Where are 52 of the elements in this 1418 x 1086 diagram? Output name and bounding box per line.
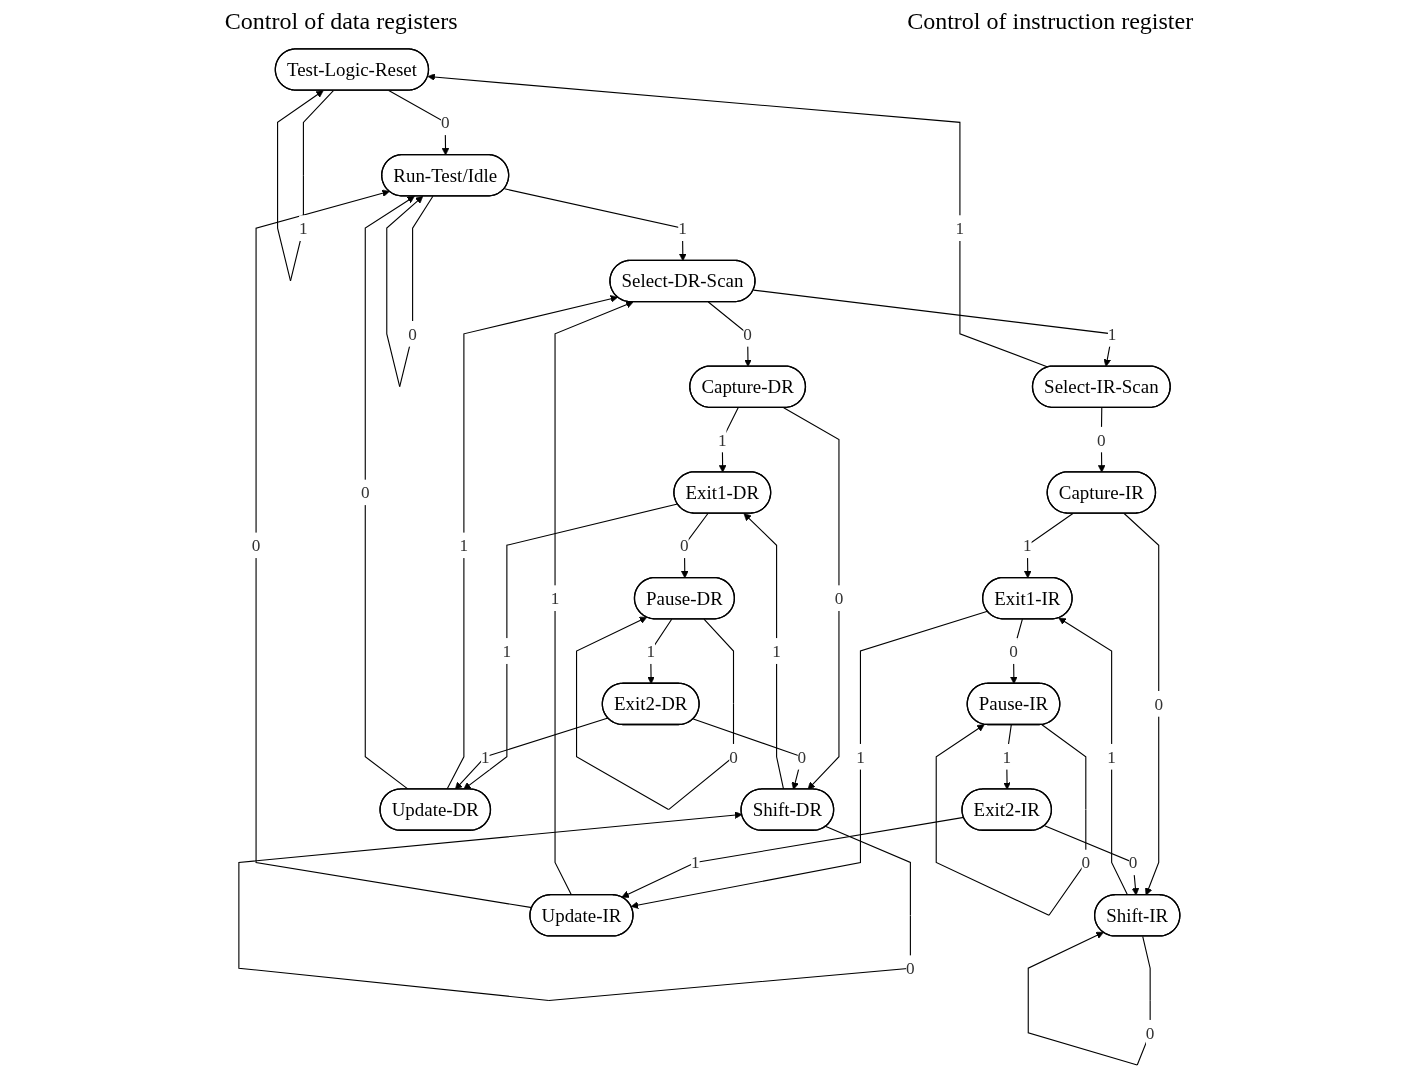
arrow (454, 717, 609, 790)
arrow (646, 618, 672, 684)
edge-label: 1 (677, 218, 687, 238)
arrow (1123, 512, 1159, 896)
arrow (630, 610, 988, 909)
edge-label: 0 (1096, 430, 1106, 450)
edge-label: 0 (905, 958, 915, 978)
region-heading: Control of data registers (224, 8, 458, 36)
arrow (752, 289, 1113, 367)
edge-label: 0 (742, 324, 752, 344)
arrow (743, 513, 784, 790)
edge-label: 1 (955, 218, 964, 238)
edge-label: 1 (771, 641, 781, 661)
edge-label: 0 (1154, 694, 1163, 714)
arrow (1043, 825, 1139, 896)
edge-label: 1 (298, 218, 308, 238)
edge-label: 1 (1107, 324, 1117, 344)
edge-label: 0 (251, 535, 261, 555)
edge-label: 1 (502, 641, 511, 661)
edge-label: 0 (797, 747, 806, 767)
edge-label: 1 (480, 747, 490, 767)
edge-label: 1 (717, 430, 727, 450)
edge-label: 0 (1145, 1023, 1155, 1043)
arrow (503, 188, 687, 262)
edge-label: 0 (1081, 853, 1090, 872)
arrow (427, 73, 1049, 368)
arrow (462, 503, 678, 790)
region-heading: Control of instruction register (907, 8, 1194, 36)
arrow (1002, 724, 1012, 790)
arrow (1058, 617, 1128, 896)
edge-label: 0 (1128, 853, 1138, 872)
edge-label: 1 (1002, 747, 1011, 767)
edge-label: 1 (550, 588, 559, 608)
edge-label: 1 (690, 853, 700, 872)
edge-label: 0 (728, 747, 738, 767)
edge-label: 0 (1008, 641, 1018, 661)
edge-label: 1 (1022, 535, 1032, 555)
arrow (554, 301, 634, 896)
edge-label: 0 (440, 112, 450, 132)
arrow (707, 301, 752, 367)
edge-label: 0 (407, 324, 417, 344)
edge-label: 0 (679, 535, 689, 555)
arrow (237, 811, 911, 1002)
edge-label: 1 (459, 535, 468, 555)
edge-label: 1 (646, 641, 655, 661)
edge-label: 1 (1106, 747, 1116, 767)
edge-label: 0 (360, 482, 370, 502)
edge-label: 1 (855, 747, 865, 767)
arrow (445, 295, 618, 790)
arrow (621, 816, 964, 898)
arrow (782, 407, 840, 790)
edge-label: 0 (834, 588, 843, 608)
